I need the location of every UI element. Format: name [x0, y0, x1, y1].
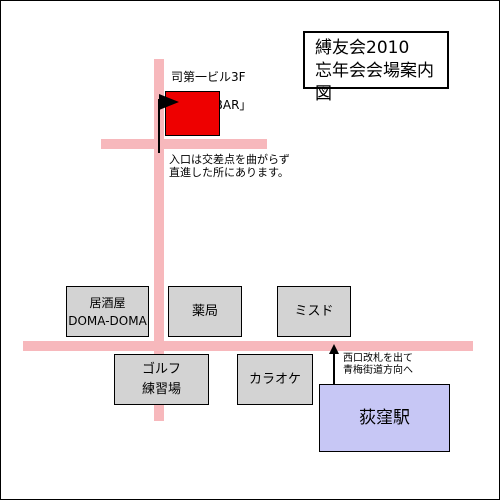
- venue-building-name: 司第一ビル3F: [171, 70, 246, 84]
- landmark-pharmacy: 薬局: [168, 286, 242, 337]
- map-title: 縛友会2010 忘年会会場案内図: [303, 31, 449, 104]
- venue-gns-bar: [165, 91, 220, 136]
- landmark-karaoke: カラオケ: [237, 354, 313, 405]
- landmark-misudo: ミスド: [277, 286, 351, 337]
- exit-arrow-up-icon: [329, 344, 339, 354]
- map-title-line2: 忘年会会場案内図: [315, 61, 434, 104]
- landmark-izakaya-doma-doma: 居酒屋 DOMA-DOMA: [66, 286, 149, 337]
- station-ogikubo: 荻窪駅: [319, 384, 450, 452]
- map-title-line1: 縛友会2010: [315, 38, 410, 58]
- station-exit-note: 西口改札を出て 青梅街道方向へ: [343, 353, 413, 376]
- road-horizontal-upper: [101, 139, 267, 149]
- road-vertical-main: [154, 59, 164, 421]
- entrance-flag-icon: [159, 94, 179, 110]
- road-horizontal-main: [23, 341, 473, 351]
- landmark-golf-practice: ゴルフ 練習場: [114, 354, 209, 405]
- entrance-note: 入口は交差点を曲がらず 直進した所にあります。: [169, 153, 290, 179]
